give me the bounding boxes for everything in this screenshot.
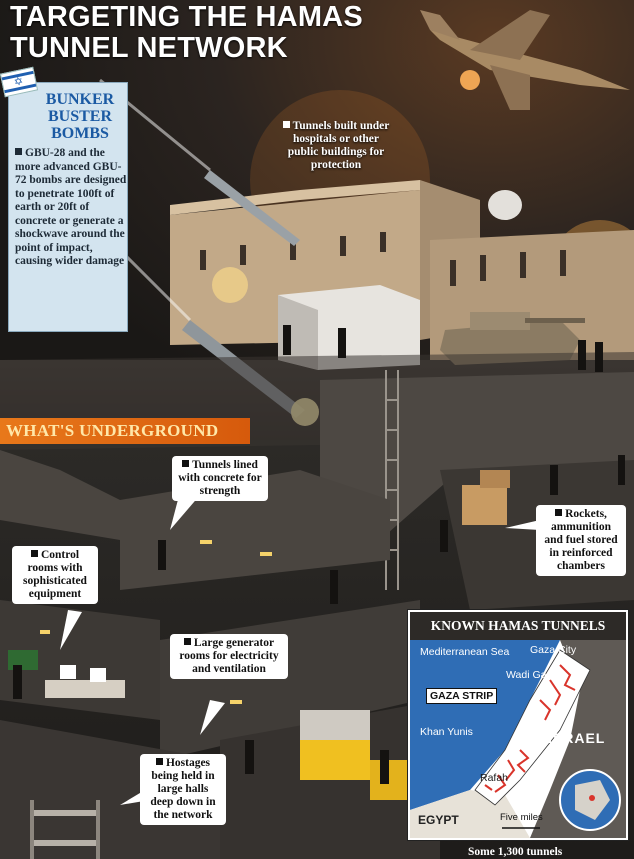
callout-control-rooms-text: Control rooms with sophisticated equipme…	[23, 549, 87, 600]
bunker-buster-panel: BUNKER BUSTER BOMBS GBU-28 and the more …	[8, 82, 128, 332]
section-label: WHAT'S UNDERGROUND	[6, 421, 219, 440]
buildings	[170, 180, 634, 370]
bunk-bed	[30, 800, 100, 859]
tunnel-lines	[484, 664, 576, 793]
fighter-jet	[420, 10, 630, 110]
bunker-buster-text: GBU-28 and the more advanced GBU-72 bomb…	[15, 147, 127, 267]
bullet-square-icon	[183, 638, 191, 645]
bunker-title-line-3: BOMBS	[51, 125, 109, 142]
bunker-title-line-1: BUNKER	[45, 91, 115, 108]
bunker-title-line-2: BUSTER	[47, 108, 113, 125]
bullet-square-icon	[555, 509, 563, 516]
map-label-israel: ISRAEL	[548, 730, 606, 746]
callout-generators-text: Large generator rooms for electricity an…	[179, 637, 279, 675]
bunker-buster-title: BUNKER BUSTER BOMBS	[35, 91, 125, 142]
footer-caption: Some 1,300 tunnels	[468, 846, 563, 858]
callout-hospitals-text: Tunnels built under hospitals or other p…	[287, 120, 390, 171]
callout-hostages: Hostages being held in large halls deep …	[140, 754, 226, 825]
page-title: TARGETING THE HAMAS TUNNEL NETWORK	[10, 2, 390, 64]
generators	[300, 710, 415, 800]
bullet-square-icon	[30, 550, 38, 557]
known-tunnels-map: KNOWN HAMAS TUNNELS	[408, 610, 628, 840]
crates	[462, 470, 510, 525]
title-line-1: TARGETING THE HAMAS	[10, 1, 363, 33]
map-title: KNOWN HAMAS TUNNELS	[410, 612, 626, 640]
map-label-gaza-strip: GAZA STRIP	[426, 688, 498, 704]
bunker-buster-description: GBU-28 and the more advanced GBU-72 bomb…	[15, 147, 127, 269]
map-label-sea: Mediterranean Sea	[420, 646, 509, 658]
bullet-square-icon	[15, 148, 22, 155]
map-label-rafah: Rafah	[480, 772, 509, 784]
callout-control-rooms: Control rooms with sophisticated equipme…	[12, 546, 98, 604]
bullet-square-icon	[155, 758, 163, 765]
map-label-khan-yunis: Khan Yunis	[420, 726, 473, 738]
map-sea-text: Mediterranean Sea	[420, 646, 510, 658]
map-label-wadi-gaza: Wadi Gaza	[506, 669, 558, 681]
callout-concrete: Tunnels lined with concrete for strength	[172, 456, 268, 501]
people	[13, 325, 625, 784]
title-line-2: TUNNEL NETWORK	[10, 32, 288, 64]
map-label-egypt: EGYPT	[418, 813, 459, 827]
section-bar	[0, 418, 250, 444]
callout-hospitals: Tunnels built under hospitals or other p…	[282, 120, 390, 172]
callout-generators: Large generator rooms for electricity an…	[170, 634, 288, 679]
callout-hostages-text: Hostages being held in large halls deep …	[150, 757, 216, 821]
bullet-square-icon	[282, 121, 290, 128]
map-scale-label: Five miles	[500, 812, 543, 823]
callout-rockets-text: Rockets, ammunition and fuel stored in r…	[544, 508, 618, 572]
map-label-gaza-city: Gaza City	[530, 644, 577, 656]
map-graphic	[410, 640, 626, 838]
bullet-square-icon	[182, 460, 190, 467]
callout-rockets: Rockets, ammunition and fuel stored in r…	[536, 505, 626, 576]
callout-concrete-text: Tunnels lined with concrete for strength	[178, 459, 262, 497]
